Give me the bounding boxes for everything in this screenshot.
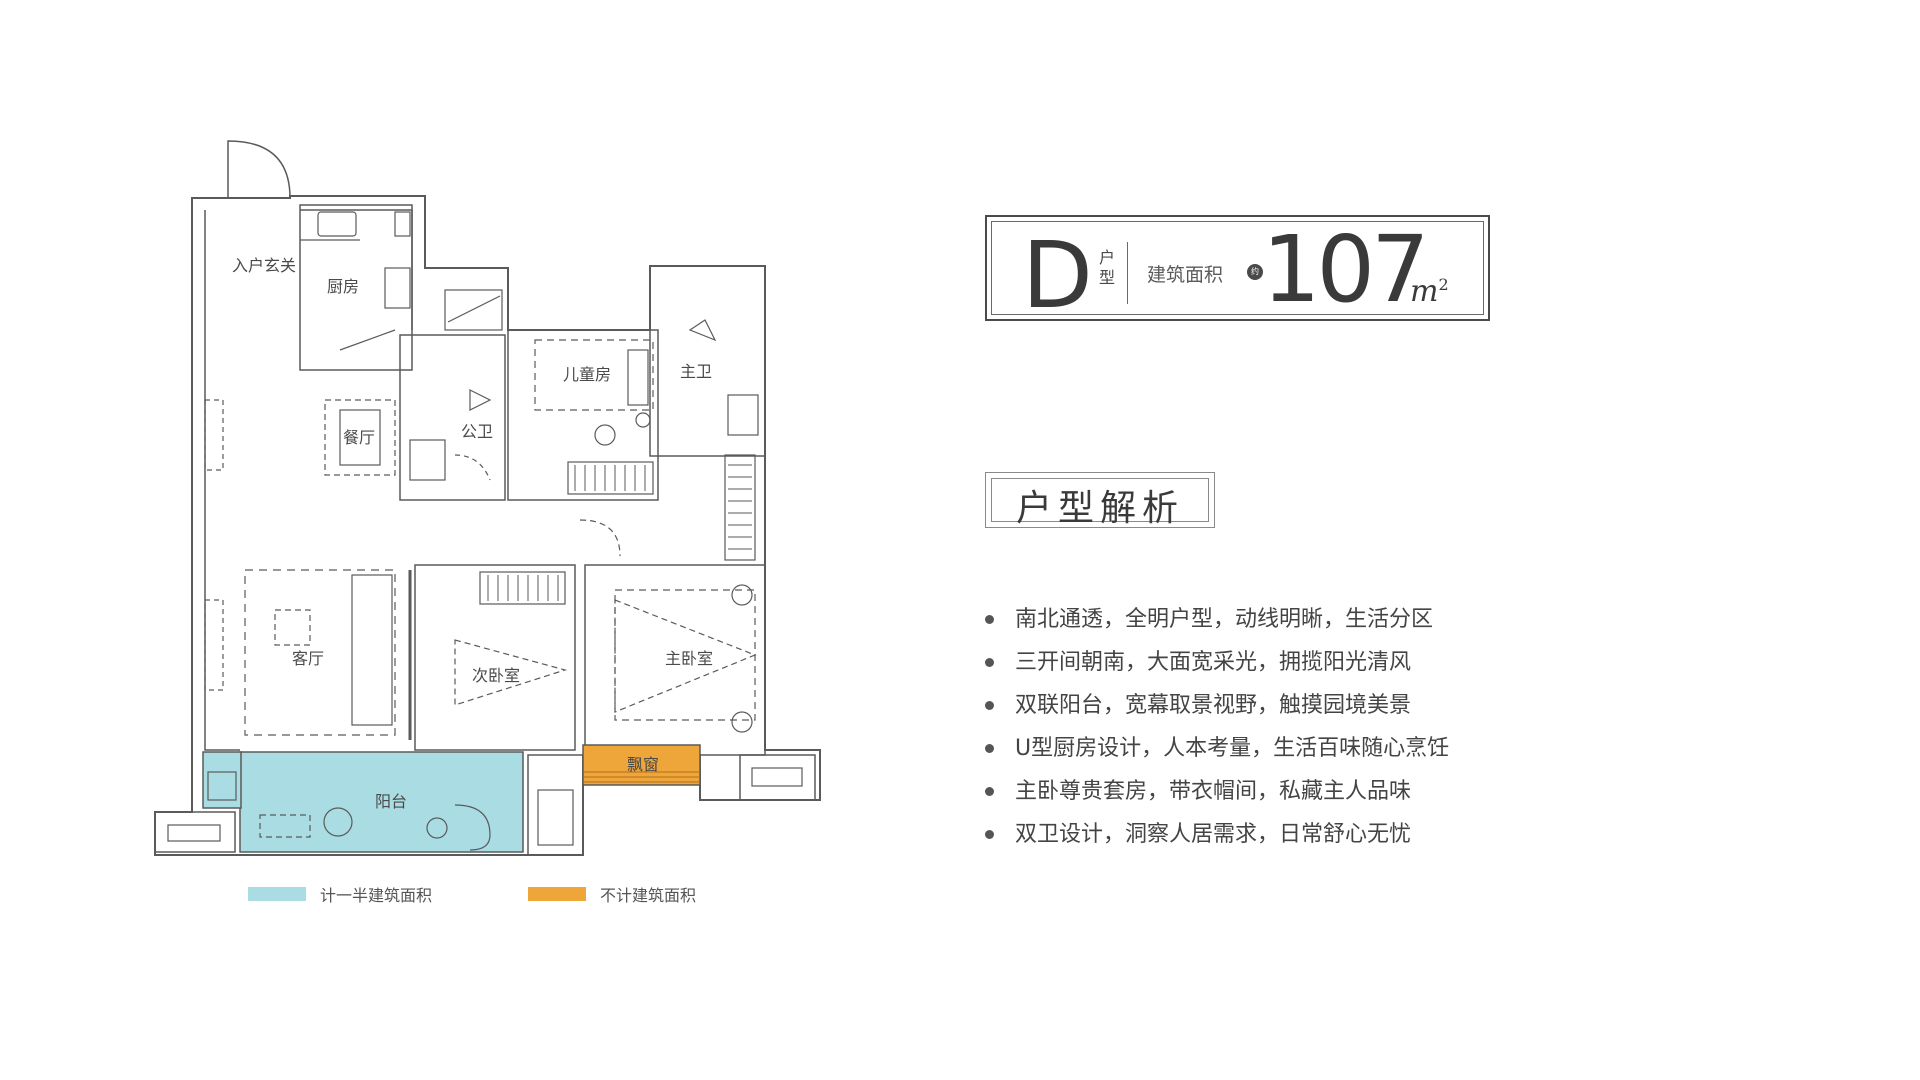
- bullet-icon: [985, 787, 994, 796]
- feature-text: U型厨房设计，人本考量，生活百味随心烹饪: [1015, 736, 1450, 761]
- area-approx-badge: 约: [1247, 264, 1263, 280]
- public-bath-walls: [399, 334, 506, 501]
- inner-wall: [204, 210, 240, 751]
- label-public-bath: 公卫: [461, 422, 493, 441]
- area-value: 107: [1262, 216, 1430, 323]
- kids-room-walls: [507, 329, 659, 501]
- label-kitchen: 厨房: [327, 277, 359, 296]
- feature-text: 双卫设计，洞察人居需求，日常舒心无忧: [1015, 822, 1412, 847]
- label-balcony: 阳台: [375, 792, 407, 811]
- entrance-door: [227, 140, 291, 199]
- legend-excluded-area: 不计建筑面积: [528, 884, 697, 905]
- legend-half-area-label: 计一半建筑面积: [320, 886, 433, 905]
- analysis-heading-text: 户型解析: [1015, 488, 1184, 529]
- bay-window-area: [582, 744, 701, 786]
- bullet-icon: [985, 658, 994, 667]
- title-divider: [1127, 242, 1128, 304]
- unit-title-inner-frame: D 户型 建筑面积 约 107 m2: [991, 216, 1484, 323]
- label-master-bedroom: 主卧室: [665, 649, 713, 668]
- feature-text: 双联阳台，宽幕取景视野，触摸园境美景: [1015, 693, 1412, 718]
- label-kids-room: 儿童房: [563, 365, 611, 384]
- feature-item: 南北通透，全明户型，动线明晰，生活分区: [985, 598, 1449, 641]
- floor-plan: 入户玄关 厨房 餐厅 公卫 儿童房 主卫 客厅 次卧室 主卧室 飘窗 阳台: [154, 140, 821, 856]
- outer-wall: [154, 195, 821, 856]
- feature-text: 主卧尊贵套房，带衣帽间，私藏主人品味: [1015, 779, 1412, 804]
- feature-item: 双卫设计，洞察人居需求，日常舒心无忧: [985, 813, 1449, 856]
- balcony-area: [239, 751, 524, 853]
- label-dining: 餐厅: [343, 428, 375, 447]
- feature-item: 三开间朝南，大面宽采光，拥揽阳光清风: [985, 641, 1449, 684]
- label-living: 客厅: [292, 649, 324, 668]
- kitchen-walls: [299, 204, 413, 371]
- label-entrance: 入户玄关: [232, 256, 296, 275]
- unit-type-letter: D: [1022, 222, 1093, 329]
- legend-excluded-area-label: 不计建筑面积: [600, 886, 697, 905]
- feature-item: U型厨房设计，人本考量，生活百味随心烹饪: [985, 727, 1449, 770]
- feature-item: 主卧尊贵套房，带衣帽间，私藏主人品味: [985, 770, 1449, 813]
- bullet-icon: [985, 830, 994, 839]
- area-unit: m2: [1410, 274, 1449, 309]
- feature-text: 三开间朝南，大面宽采光，拥揽阳光清风: [1015, 650, 1412, 675]
- master-bath-walls: [649, 265, 766, 457]
- area-unit-sup: 2: [1438, 275, 1449, 294]
- label-bay-window: 飘窗: [627, 755, 659, 774]
- second-bedroom-walls: [414, 564, 576, 751]
- feature-list: 南北通透，全明户型，动线明晰，生活分区 三开间朝南，大面宽采光，拥揽阳光清风 双…: [985, 598, 1449, 856]
- label-second-bedroom: 次卧室: [472, 666, 520, 685]
- area-label: 建筑面积: [1147, 264, 1224, 286]
- bullet-icon: [985, 701, 994, 710]
- analysis-heading: 户型解析: [985, 472, 1215, 529]
- bullet-icon: [985, 615, 994, 624]
- legend-excluded-area-swatch: [528, 887, 586, 901]
- unit-title-box: D 户型 建筑面积 约 107 m2: [985, 215, 1490, 323]
- feature-text: 南北通透，全明户型，动线明晰，生活分区: [1015, 607, 1434, 632]
- balcony-side: [202, 751, 242, 809]
- label-master-bath: 主卫: [680, 362, 712, 381]
- legend-half-area: 计一半建筑面积: [248, 884, 433, 905]
- living-furniture: [244, 569, 396, 736]
- legend-half-area-swatch: [248, 887, 306, 901]
- feature-item: 双联阳台，宽幕取景视野，触摸园境美景: [985, 684, 1449, 727]
- analysis-heading-frame: [991, 478, 1209, 522]
- bullet-icon: [985, 744, 994, 753]
- unit-type-suffix: 户型: [1098, 248, 1115, 287]
- area-unit-text: m: [1410, 274, 1439, 309]
